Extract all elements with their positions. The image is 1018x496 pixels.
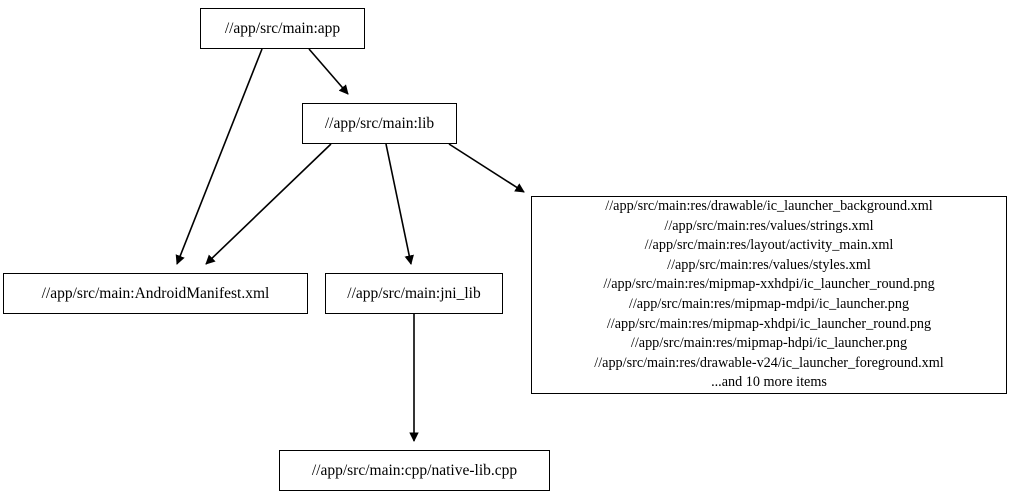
node-android-manifest-label: //app/src/main:AndroidManifest.xml [41, 284, 270, 302]
node-lib-label: //app/src/main:lib [324, 114, 435, 132]
node-lib[interactable]: //app/src/main:lib [302, 103, 457, 144]
node-jni-lib-label: //app/src/main:jni_lib [347, 284, 481, 302]
node-app-label: //app/src/main:app [224, 19, 341, 37]
edge-lib-to-resources [448, 143, 525, 193]
edge-lib-to-jni-lib [385, 143, 414, 265]
node-resources[interactable]: //app/src/main:res/drawable/ic_launcher_… [531, 196, 1007, 394]
node-jni-lib[interactable]: //app/src/main:jni_lib [325, 273, 503, 314]
node-native-lib-cpp-label: //app/src/main:cpp/native-lib.cpp [311, 461, 518, 479]
node-native-lib-cpp[interactable]: //app/src/main:cpp/native-lib.cpp [279, 450, 550, 491]
edge-app-to-lib [308, 48, 349, 95]
node-resources-label: //app/src/main:res/drawable/ic_launcher_… [594, 198, 944, 391]
edge-app-to-manifest [175, 48, 263, 265]
edge-lib-to-manifest [205, 143, 332, 265]
node-app[interactable]: //app/src/main:app [200, 8, 365, 49]
node-android-manifest[interactable]: //app/src/main:AndroidManifest.xml [3, 273, 308, 314]
